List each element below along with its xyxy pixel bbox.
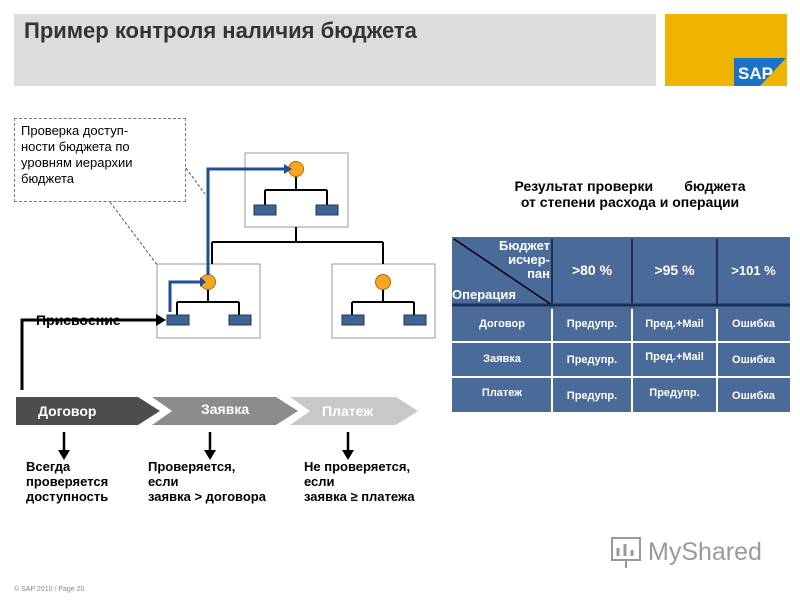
stage-dogovor-arrow [16, 397, 160, 425]
sap-logo-text: SAP [738, 64, 773, 83]
matrix-row-header: Платеж [481, 387, 523, 399]
matrix-col-header: >95 % [654, 262, 695, 278]
matrix-row-header: Договор [479, 318, 525, 330]
stage-description-dogovor: Всегда проверяется доступность [26, 459, 109, 504]
arrow-head-icon [284, 164, 292, 174]
down-arrow-icon [342, 450, 354, 460]
matrix-cell: Пред.+Mail [645, 351, 704, 363]
page-title: Пример контроля наличия бюджета [24, 18, 417, 43]
stage-down-arrows [62, 432, 350, 452]
stage-label-dogovor: Договор [38, 403, 97, 419]
down-arrow-icon [58, 450, 70, 460]
callout-connector-bottom [109, 201, 159, 267]
leaf-icon [403, 314, 427, 326]
callout-text: Проверка доступ- ности бюджета по уровня… [21, 123, 133, 186]
stage-label-platezh: Платеж [322, 403, 374, 419]
stage-description-zayavka: Проверяется, если заявка > договора [148, 459, 266, 504]
matrix-corner-operation: Операция [452, 287, 516, 302]
result-title: Результат проверки бюджета от степени ра… [460, 178, 800, 210]
leaf-icon [315, 204, 339, 216]
title-bar [14, 14, 656, 86]
matrix-row-header: Заявка [483, 353, 521, 365]
result-title-line1: Результат проверки бюджета [514, 178, 746, 194]
assign-arrow [20, 318, 160, 390]
footer-copyright: © SAP 2010 / Page 20 [14, 586, 85, 593]
leaf-icon [166, 314, 190, 326]
matrix-col-header: >101 % [731, 263, 776, 278]
stage-platezh-arrow [290, 397, 418, 425]
sap-logo: SAP [734, 58, 786, 86]
hierarchy-callout: Проверка доступ- ности бюджета по уровня… [14, 118, 186, 202]
watermark-logo [611, 537, 641, 568]
matrix-cell: Предупр. [566, 354, 618, 366]
assign-label: Присвоение [36, 312, 121, 328]
leaf-icon [228, 314, 252, 326]
down-arrow-icon [204, 450, 216, 460]
matrix-cell: Предупр. [566, 318, 618, 330]
matrix-cell: Предупр. [566, 390, 618, 402]
callout-connector-top [185, 167, 206, 195]
right-node-icon [375, 274, 391, 290]
matrix-grid [452, 238, 790, 412]
matrix-cell: Пред.+Mail [645, 318, 704, 330]
matrix-cell: Ошибка [732, 354, 775, 366]
stage-label-zayavka: Заявка [201, 401, 250, 417]
check-path-arrows [168, 167, 286, 312]
matrix-cell: Предупр. [649, 387, 700, 399]
budget-check-matrix: Бюджет исчер- пан Операция >80 % >95 % >… [452, 237, 790, 412]
assign-arrow-head-icon [156, 314, 166, 326]
corner-diagonal [453, 238, 553, 306]
hierarchy-links [176, 176, 415, 316]
stage-description-platezh: Не проверяется, если заявка ≥ платежа [304, 459, 415, 504]
result-title-line2: от степени расхода и операции [520, 194, 740, 210]
matrix-cell: Ошибка [732, 390, 775, 402]
arrow-head-icon [200, 277, 206, 287]
leaf-icon [341, 314, 365, 326]
stage-zayavka-arrow [152, 397, 298, 425]
matrix-cell: Ошибка [732, 318, 775, 330]
watermark-text: MyShared [648, 538, 762, 566]
matrix-col-header: >80 % [571, 262, 613, 278]
leaf-icon [253, 204, 277, 216]
matrix-corner-budget: Бюджет исчер- пан [499, 238, 550, 281]
